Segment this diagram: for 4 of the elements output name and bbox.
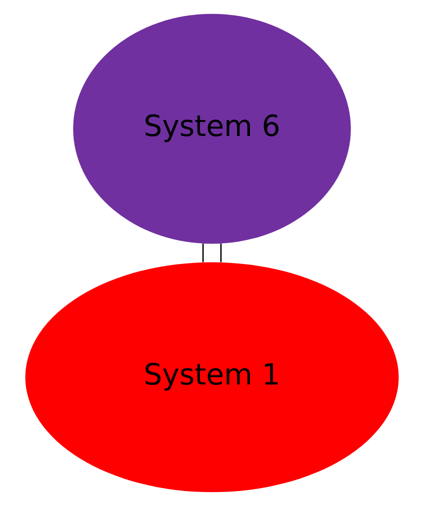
- node-ellipse: System 6: [73, 14, 351, 244]
- connector: [220, 244, 222, 262]
- node-ellipse: System 1: [25, 262, 399, 492]
- connector: [202, 244, 204, 262]
